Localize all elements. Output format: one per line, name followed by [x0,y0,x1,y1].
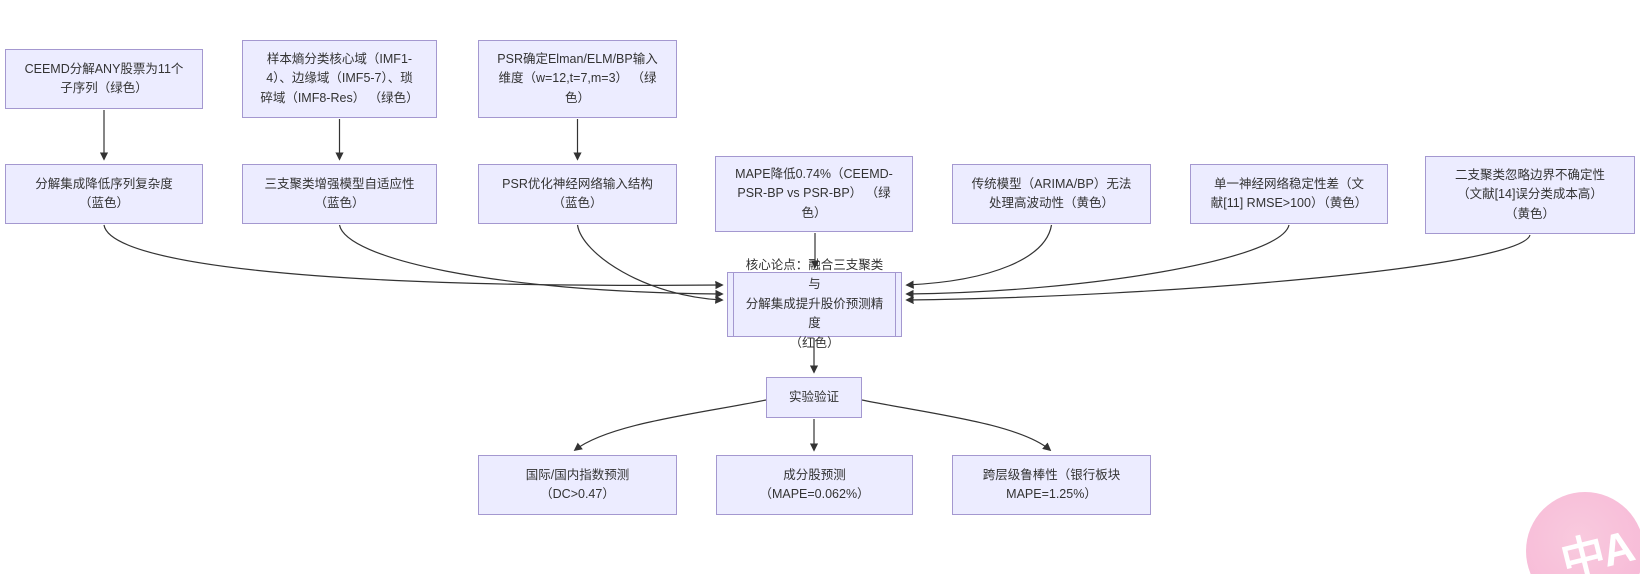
edge-exp-d1 [573,399,767,452]
edge-a3-core [576,224,724,304]
node-label: CEEMD分解ANY股票为11个 子序列（绿色） [24,61,184,95]
node-label: 样本熵分类核心域（IMF1- 4）、边缘域（IMF5-7）、琐 碎域（IMF8-… [260,51,419,105]
node-label: 二支聚类忽略边界不确定性 （文献[14]误分类成本高） （黄色） [1454,167,1605,221]
node-constituent-prediction-result: 成分股预测 （MAPE=0.062%） [716,455,913,515]
node-label: MAPE降低0.74%（CEEMD- PSR-BP vs PSR-BP） （绿 … [735,166,893,220]
node-label: PSR确定Elman/ELM/BP输入 维度（w=12,t=7,m=3） （绿 … [497,51,658,105]
edge-a2-core [338,224,724,299]
node-label: 单一神经网络稳定性差（文 献[11] RMSE>100）（黄色） [1210,176,1368,210]
node-label: 跨层级鲁棒性（银行板块 MAPE=1.25%） [982,467,1121,501]
node-index-prediction-result: 国际/国内指数预测 （DC>0.47） [478,455,677,515]
edge-exp-d3 [861,399,1052,452]
node-robustness-result: 跨层级鲁棒性（银行板块 MAPE=1.25%） [952,455,1151,515]
node-label: 国际/国内指数预测 （DC>0.47） [525,467,630,501]
node-single-nn-limitation: 单一神经网络稳定性差（文 献[11] RMSE>100）（黄色） [1190,164,1388,224]
node-psr-input-dimension: PSR确定Elman/ELM/BP输入 维度（w=12,t=7,m=3） （绿 … [478,40,677,118]
node-decomposition-benefit: 分解集成降低序列复杂度 （蓝色） [5,164,203,224]
node-label: 核心论点：融合三支聚类与 分解集成提升股价预测精度 （红色） [745,258,884,350]
node-label: 实验验证 [788,389,839,404]
edge-c1-core [905,224,1053,289]
edge-c3-core [905,234,1531,305]
node-three-way-clustering-benefit: 三支聚类增强模型自适应性 （蓝色） [242,164,437,224]
node-label: 三支聚类增强模型自适应性 （蓝色） [264,176,415,210]
watermark-logo-badge[interactable]: 中A [1526,492,1640,574]
node-core-thesis: 核心论点：融合三支聚类与 分解集成提升股价预测精度 （红色） [727,258,902,350]
node-two-way-clustering-limitation: 二支聚类忽略边界不确定性 （文献[14]误分类成本高） （黄色） [1425,156,1635,234]
node-mape-evidence: MAPE降低0.74%（CEEMD- PSR-BP vs PSR-BP） （绿 … [715,156,913,232]
node-ceemd-decompose: CEEMD分解ANY股票为11个 子序列（绿色） [5,49,203,109]
node-sample-entropy-domains: 样本熵分类核心域（IMF1- 4）、边缘域（IMF5-7）、琐 碎域（IMF8-… [242,40,437,118]
node-psr-benefit: PSR优化神经网络输入结构 （蓝色） [478,164,677,224]
node-label: 分解集成降低序列复杂度 （蓝色） [35,176,173,210]
edge-c2-core [905,224,1290,299]
node-experiment-validation: 实验验证 [766,377,862,418]
node-label: 成分股预测 （MAPE=0.062%） [759,467,870,501]
edge-a1-core [103,224,724,290]
node-traditional-model-limitation: 传统模型（ARIMA/BP）无法 处理高波动性（黄色） [952,164,1151,224]
node-label: 传统模型（ARIMA/BP）无法 处理高波动性（黄色） [971,176,1132,210]
node-label: PSR优化神经网络输入结构 （蓝色） [502,176,653,210]
watermark-logo-text: 中A [1556,521,1638,574]
